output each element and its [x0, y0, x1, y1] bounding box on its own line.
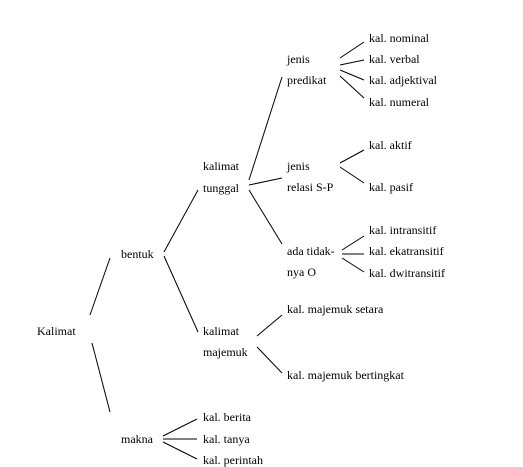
edge-kalimat-bentuk — [89, 257, 111, 316]
node-kalimat: Kalimat — [37, 324, 76, 338]
edge-relasi-aktif — [339, 149, 365, 164]
edge-bentuk-tunggal — [163, 189, 199, 253]
edge-makna-berita — [162, 418, 198, 437]
edge-bentuk-majemuk — [163, 255, 199, 333]
leaf-majemuk-bertingkat: kal. majemuk bertingkat — [287, 368, 405, 382]
leaf-aktif: kal. aktif — [369, 138, 412, 152]
edge-predikat-adjektival — [339, 69, 365, 81]
node-labels: Kalimat bentuk makna kalimat tunggal kal… — [37, 31, 445, 467]
edge-tunggal-relasi — [248, 177, 283, 186]
leaf-perintah: kal. perintah — [203, 453, 263, 467]
edge-makna-perintah — [162, 441, 198, 460]
edge-majemuk-setara — [256, 314, 283, 337]
node-relasi-line2: relasi S-P — [287, 180, 334, 194]
node-relasi-line1: jenis — [286, 159, 310, 173]
node-bentuk: bentuk — [121, 247, 154, 261]
edge-predikat-nominal — [339, 41, 365, 59]
node-predikat-line1: jenis — [286, 52, 310, 66]
node-majemuk-line2: majemuk — [203, 345, 248, 359]
node-predikat-line2: predikat — [287, 73, 327, 87]
node-tunggal-line2: tunggal — [203, 181, 240, 195]
leaf-intransitif: kal. intransitif — [369, 223, 436, 237]
node-majemuk-line1: kalimat — [203, 324, 240, 338]
edge-kalimat-makna — [91, 342, 111, 413]
leaf-numeral: kal. numeral — [369, 95, 430, 109]
leaf-ekatransitif: kal. ekatransitif — [369, 244, 444, 258]
edge-majemuk-bertingkat — [256, 346, 283, 374]
node-ada-line1: ada tidak- — [287, 244, 335, 258]
edge-relasi-pasif — [339, 166, 365, 184]
edge-ada-intransitif — [341, 235, 365, 251]
leaf-verbal: kal. verbal — [369, 52, 420, 66]
leaf-adjektival: kal. adjektival — [369, 73, 438, 87]
edge-tunggal-ada — [248, 189, 283, 245]
leaf-tanya: kal. tanya — [203, 432, 250, 446]
edge-predikat-numeral — [339, 75, 365, 99]
leaf-nominal: kal. nominal — [369, 31, 430, 45]
node-ada-line2: nya O — [287, 265, 316, 279]
leaf-dwitransitif: kal. dwitransitif — [369, 266, 445, 280]
node-makna: makna — [121, 432, 154, 446]
connector-lines — [89, 41, 365, 460]
leaf-berita: kal. berita — [203, 410, 252, 424]
node-tunggal-line1: kalimat — [203, 159, 240, 173]
leaf-pasif: kal. pasif — [369, 180, 413, 194]
edge-tunggal-predikat — [248, 76, 283, 181]
edge-predikat-verbal — [339, 59, 365, 66]
edge-ada-dwitransitif — [341, 257, 365, 273]
leaf-majemuk-setara: kal. majemuk setara — [287, 302, 384, 316]
